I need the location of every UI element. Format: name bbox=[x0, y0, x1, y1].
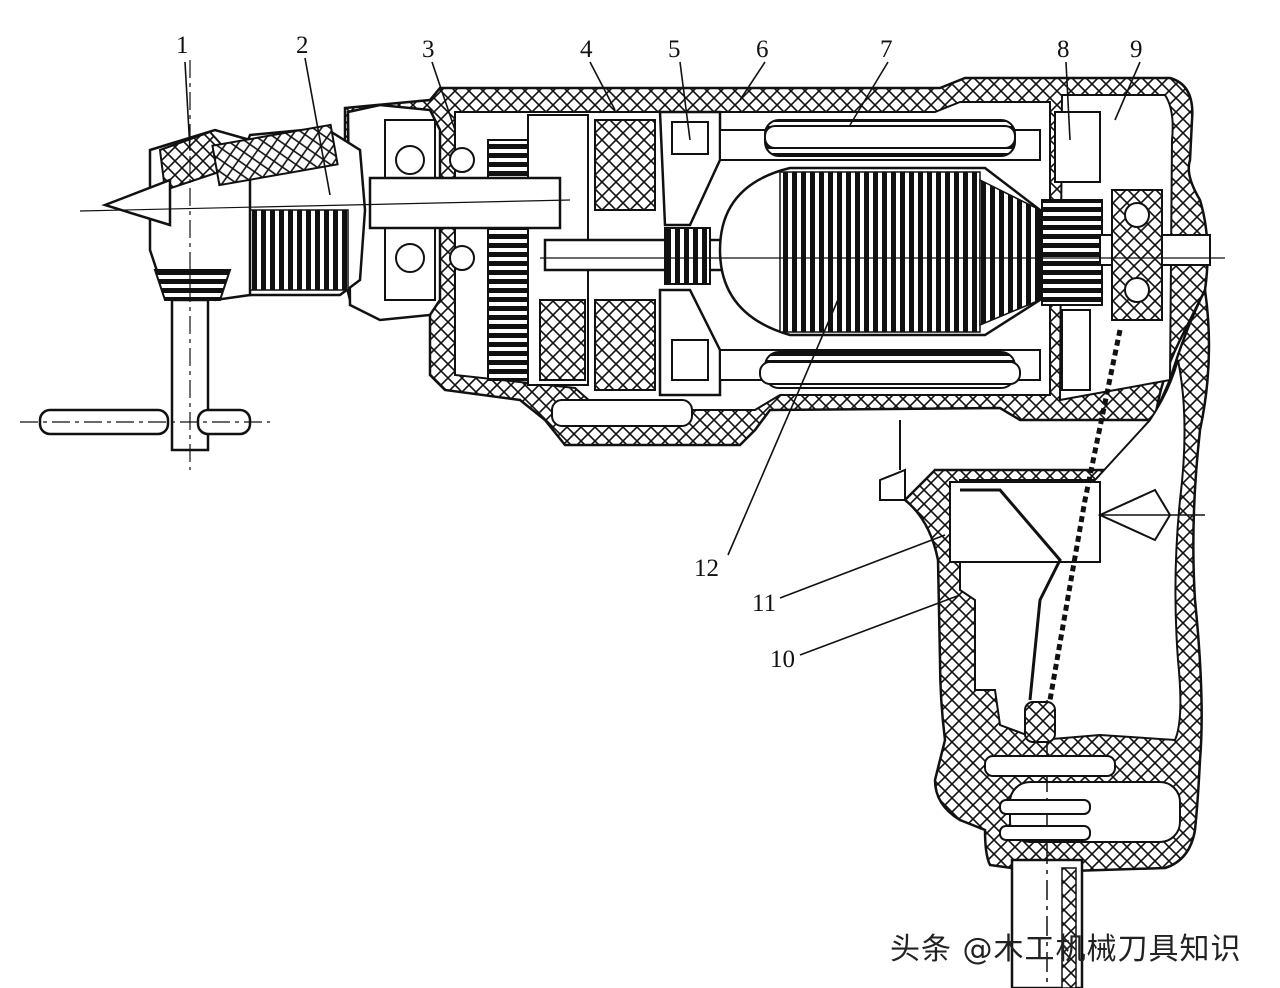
label-11: 11 bbox=[752, 590, 777, 617]
chuck bbox=[20, 60, 571, 470]
label-3: 3 bbox=[422, 36, 435, 63]
label-12: 12 bbox=[694, 555, 719, 582]
label-4: 4 bbox=[580, 36, 593, 63]
leader-lines bbox=[184, 57, 1141, 656]
label-9: 9 bbox=[1130, 36, 1143, 63]
label-1: 1 bbox=[176, 32, 189, 59]
label-5: 5 bbox=[668, 36, 681, 63]
label-2: 2 bbox=[296, 32, 309, 59]
fan bbox=[658, 110, 722, 397]
label-8: 8 bbox=[1057, 36, 1070, 63]
label-7: 7 bbox=[880, 36, 893, 63]
watermark: 头条 @木工机械刀具知识 bbox=[890, 932, 1242, 967]
handle bbox=[879, 285, 1211, 988]
through-bolt-lower bbox=[759, 361, 1021, 385]
through-bolt-upper bbox=[764, 125, 1016, 149]
label-10: 10 bbox=[770, 646, 795, 673]
label-6: 6 bbox=[756, 36, 769, 63]
gear-housing bbox=[346, 103, 727, 391]
screw bbox=[551, 399, 693, 427]
